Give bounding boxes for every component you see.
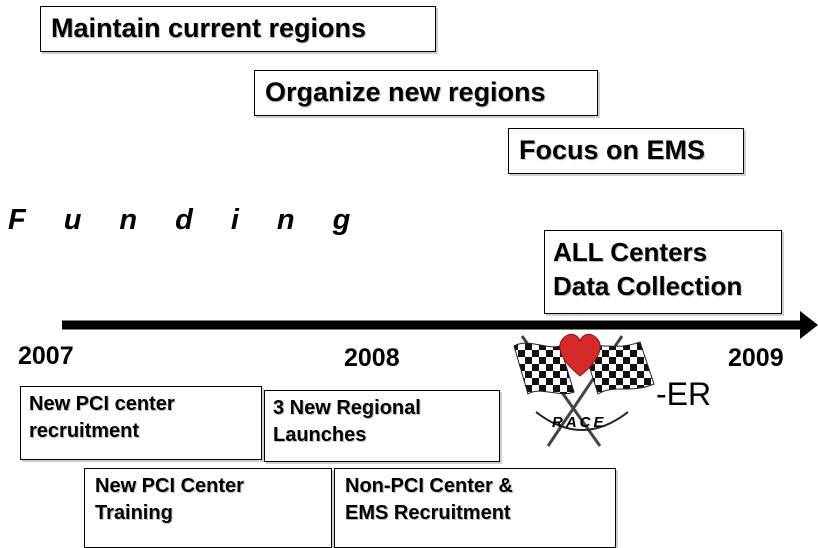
focus-ems-box: Focus on EMS [508, 128, 744, 174]
non-pci-box: Non-PCI Center & EMS Recruitment [334, 468, 616, 548]
pci-recruitment-line2: recruitment [29, 420, 140, 442]
regional-launches-line1: 3 New Regional [273, 397, 421, 419]
regional-launches-box: 3 New Regional Launches [264, 390, 500, 462]
heart-icon [559, 333, 601, 377]
non-pci-line1: Non-PCI Center & [345, 475, 513, 497]
non-pci-line2: EMS Recruitment [345, 502, 511, 524]
year-2007: 2007 [18, 342, 74, 370]
checkered-flag-left-icon [513, 342, 575, 395]
pci-training-box: New PCI Center Training [84, 468, 332, 548]
pci-recruitment-line1: New PCI center [29, 393, 175, 415]
pci-training-line1: New PCI Center [95, 475, 244, 497]
organize-regions-box: Organize new regions [254, 70, 598, 116]
year-2009: 2009 [728, 344, 784, 372]
race-badge-text: RACE [552, 414, 607, 431]
all-centers-line1: ALL Centers [553, 237, 708, 267]
pci-recruitment-box: New PCI center recruitment [20, 386, 262, 460]
all-centers-line2: Data Collection [553, 271, 743, 301]
all-centers-box: ALL Centers Data Collection [544, 230, 782, 314]
pci-training-line2: Training [95, 502, 173, 524]
year-2008: 2008 [344, 344, 400, 372]
maintain-regions-box: Maintain current regions [40, 6, 436, 52]
funding-label: Funding [8, 204, 389, 236]
regional-launches-line2: Launches [273, 424, 367, 446]
race-er-suffix: -ER [656, 376, 712, 412]
